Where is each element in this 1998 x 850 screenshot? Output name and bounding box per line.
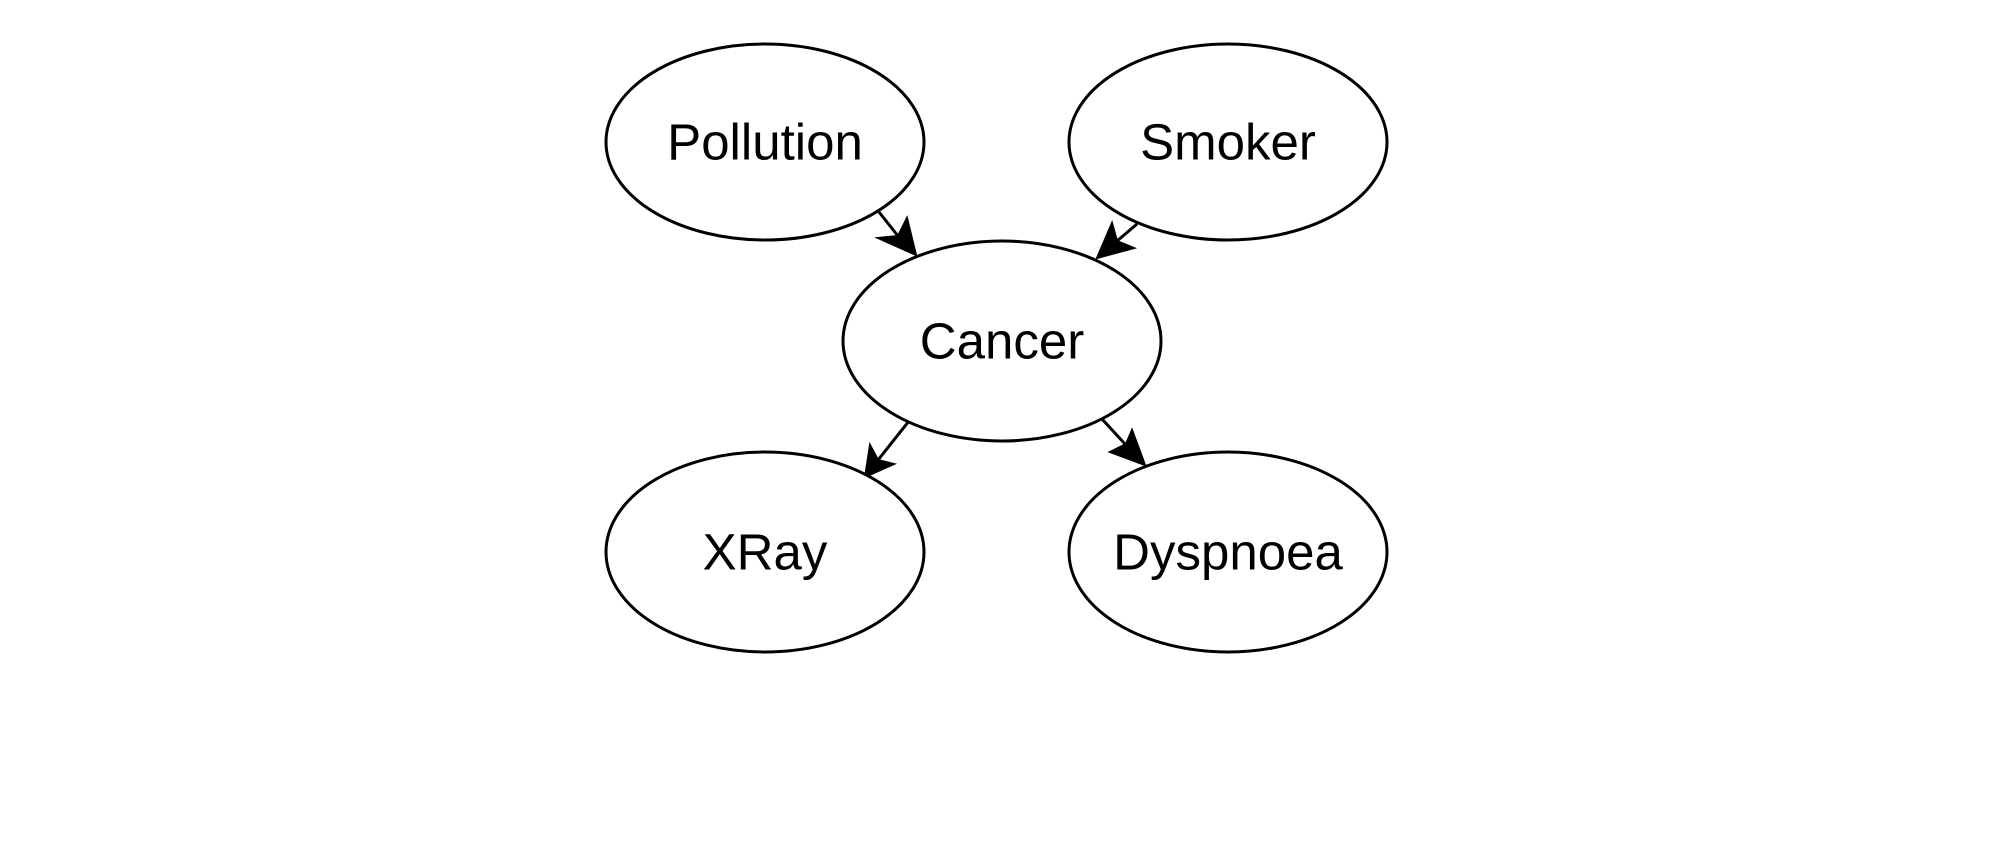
node-dyspnoea-ellipse bbox=[1067, 450, 1389, 654]
node-xray-ellipse bbox=[604, 450, 926, 654]
node-pollution-label: Pollution bbox=[667, 114, 863, 171]
node-smoker-label: Smoker bbox=[1140, 114, 1316, 171]
node-xray: XRay bbox=[604, 450, 926, 654]
node-dyspnoea-label: Dyspnoea bbox=[1113, 524, 1343, 581]
node-xray-label: XRay bbox=[703, 524, 828, 581]
node-cancer-ellipse bbox=[841, 239, 1163, 443]
node-dyspnoea: Dyspnoea bbox=[1067, 450, 1389, 654]
node-smoker: Smoker bbox=[1067, 42, 1389, 242]
node-smoker-ellipse bbox=[1067, 42, 1389, 242]
node-cancer: Cancer bbox=[841, 239, 1163, 443]
edge-pollution-cancer bbox=[874, 211, 918, 257]
edge-cancer-xray bbox=[863, 420, 911, 479]
edge-cancer-dyspnoea bbox=[1100, 417, 1147, 467]
node-cancer-label: Cancer bbox=[920, 313, 1084, 370]
node-pollution-ellipse bbox=[604, 42, 926, 242]
node-pollution: Pollution bbox=[604, 42, 926, 242]
edge-smoker-cancer bbox=[1095, 219, 1138, 260]
